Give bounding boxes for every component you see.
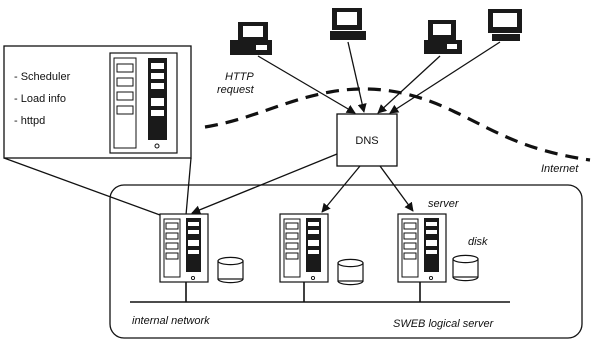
http-request-label: HTTP request [217,71,256,96]
sweb-logical-server-label: SWEB logical server [393,318,495,330]
disk-icon-2 [337,258,364,286]
internet-label: Internet [541,163,579,175]
server-node-1 [159,213,209,283]
sweb-logical-server-box [109,184,583,339]
client-computer-2 [330,8,366,40]
dns-box [336,113,398,167]
client-computer-1 [230,22,272,55]
internal-network-label: internal network [132,315,210,327]
dns-to-server-1-arrow [191,153,338,215]
dns-label: DNS [355,135,378,147]
server-node-3 [397,213,447,283]
disk-icon-3 [452,254,479,282]
request-arrow-4 [389,41,501,114]
dns-to-server-2-arrow [321,165,361,213]
callout-item-load-info: - Load info [14,93,66,105]
callout-item-scheduler: - Scheduler [14,71,71,83]
request-arrow-3 [377,55,441,114]
disk-icon-1 [217,256,244,284]
internet-boundary-curve [204,87,591,162]
callout-connector-left [3,157,161,216]
callout-server-icon [109,52,178,154]
callout-item-httpd: - httpd [14,115,45,127]
request-arrow-1 [257,55,356,114]
dns-to-server-3-arrow [379,165,414,212]
request-arrow-2 [347,41,367,113]
server-label: server [428,198,460,210]
disk-label: disk [468,236,488,248]
server-node-2 [279,213,329,283]
callout-connector-right [185,157,192,216]
client-computer-3 [424,20,462,54]
client-computer-4 [488,9,522,41]
